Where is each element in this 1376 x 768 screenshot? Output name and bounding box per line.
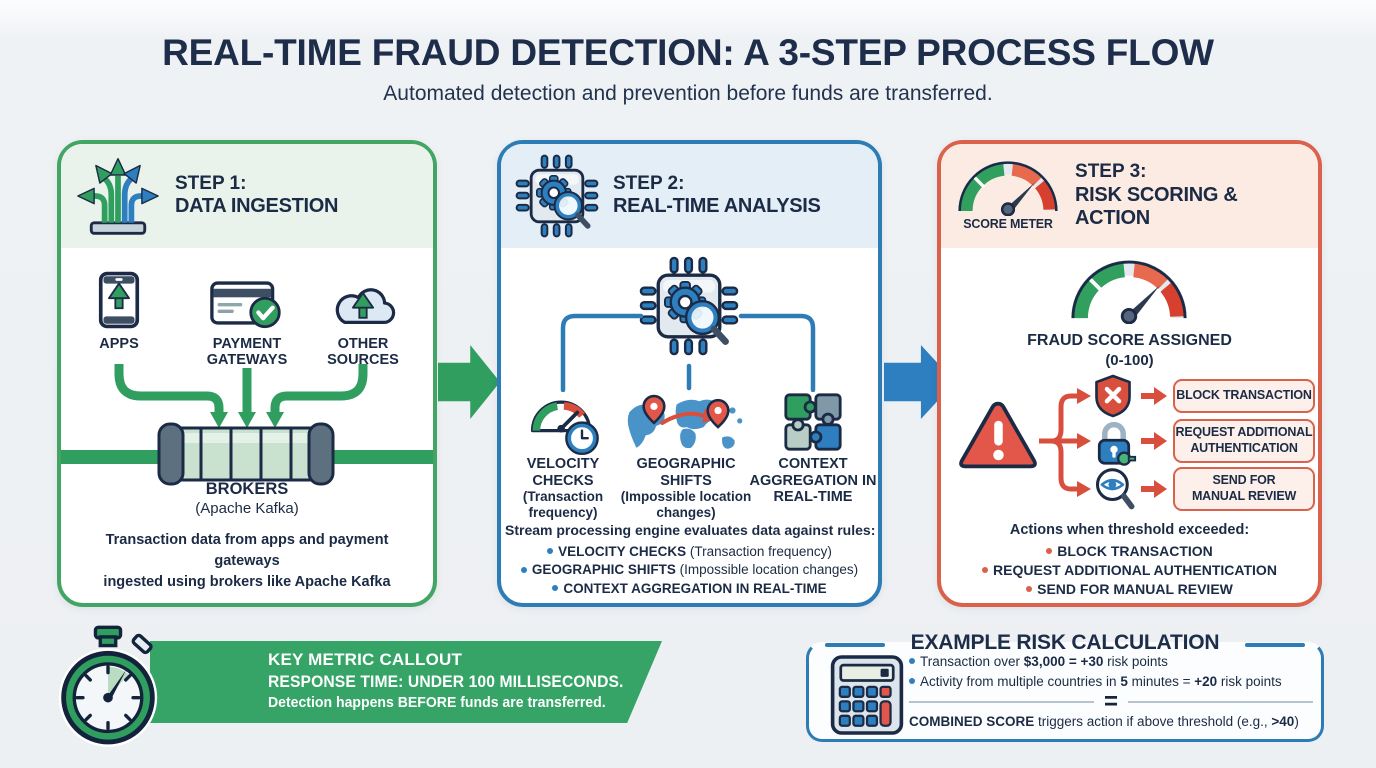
step2-label: STEP 2: <box>613 173 685 194</box>
step1-header-text: STEP 1: DATA INGESTION <box>175 173 339 219</box>
step3-header: SCORE METER STEP 3: RISK SCORING & ACTIO… <box>941 144 1318 248</box>
outcome-block: BLOCK TRANSACTION <box>943 542 1316 561</box>
example-risk-box: EXAMPLE RISK CALCULATION Transaction ove… <box>806 631 1324 742</box>
calculator-icon <box>829 653 905 737</box>
rule-velocity: VELOCITY CHECKS (Transaction frequency) <box>505 543 874 561</box>
equals-sign: = <box>1104 687 1119 716</box>
example-content: Transaction over $3,000 = +30 risk point… <box>909 652 1314 732</box>
step2-rules: Stream processing engine evaluates data … <box>505 522 876 598</box>
phone-upload-icon <box>67 268 171 330</box>
world-map-pins-icon <box>621 394 751 456</box>
step1-header: STEP 1: DATA INGESTION <box>61 144 433 248</box>
step1-description: Transaction data from apps and payment g… <box>103 532 391 591</box>
title-rule-right <box>1245 643 1305 647</box>
shield-x-icon <box>1093 373 1133 419</box>
broker-subtitle: (Apache Kafka) <box>195 500 299 517</box>
example-bullet-1: Transaction over $3,000 = +30 risk point… <box>909 652 1313 672</box>
example-title: EXAMPLE RISK CALCULATION <box>910 631 1220 654</box>
example-combined: COMBINED SCORE triggers action if above … <box>909 714 1299 729</box>
step3-outcomes: Actions when threshold exceeded: BLOCK T… <box>943 522 1316 598</box>
step1-panel: STEP 1: DATA INGESTION APPS <box>57 140 437 607</box>
step3-branch-lines <box>1039 380 1155 502</box>
page-title: REAL-TIME FRAUD DETECTION: A 3-STEP PROC… <box>162 32 1214 73</box>
arrow-right-icon <box>1141 387 1167 405</box>
outcome-auth: REQUEST ADDITIONAL AUTHENTICATION <box>943 561 1316 580</box>
step2-connector-lines <box>501 312 878 392</box>
step2-panel: STEP 2: REAL-TIME ANALYSIS <box>497 140 882 607</box>
cloud-upload-icon <box>304 268 422 330</box>
puzzle-pieces-icon <box>783 392 843 452</box>
stopwatch-icon <box>54 624 162 752</box>
banner-title: KEY METRIC CALLOUT <box>268 650 463 669</box>
source-apps: APPS <box>67 268 171 352</box>
eye-magnifier-icon <box>1094 465 1136 513</box>
outcome-review: SEND FOR MANUAL REVIEW <box>943 580 1316 599</box>
step3-label: STEP 3: <box>1075 161 1147 183</box>
score-meter-icon <box>1071 260 1187 324</box>
rules-intro: Stream processing engine evaluates data … <box>505 522 876 538</box>
manual-review-button: SEND FOR MANUAL REVIEW <box>1173 467 1315 511</box>
kafka-pipe-icon <box>61 362 433 488</box>
score-meter-block: SCORE METER <box>955 161 1061 231</box>
score-meter-icon <box>955 161 1061 216</box>
check-velocity: VELOCITY CHECKS (Transaction frequency) <box>522 456 604 520</box>
chip-analysis-icon <box>515 154 599 238</box>
step3-name: RISK SCORING & ACTION <box>1075 183 1238 230</box>
block-transaction-button: BLOCK TRANSACTION <box>1173 379 1315 413</box>
check-geographic: GEOGRAPHIC SHIFTS (Impossible location c… <box>620 456 752 520</box>
outcome-intro: Actions when threshold exceeded: <box>1009 522 1250 538</box>
check-context: CONTEXT AGGREGATION IN REAL-TIME <box>749 456 877 506</box>
chip-analysis-icon <box>639 256 739 356</box>
rule-context: CONTEXT AGGREGATION IN REAL-TIME <box>505 580 874 598</box>
source-payment-gateways: PAYMENT GATEWAYS <box>177 268 317 368</box>
speed-gauge-clock-icon <box>525 390 601 456</box>
broker-title: BROKERS <box>205 480 289 498</box>
key-metric-banner: KEY METRIC CALLOUT RESPONSE TIME: UNDER … <box>150 641 662 723</box>
step1-label: STEP 1: <box>175 173 247 194</box>
step3-panel: SCORE METER STEP 3: RISK SCORING & ACTIO… <box>937 140 1322 607</box>
warning-triangle-icon <box>957 398 1039 474</box>
source-payment-label: PAYMENT GATEWAYS <box>206 336 288 369</box>
step3-header-text: STEP 3: RISK SCORING & ACTION <box>1075 161 1304 231</box>
page-subtitle: Automated detection and prevention befor… <box>383 82 993 105</box>
source-other-label: OTHER SOURCES <box>327 336 399 369</box>
card-check-icon <box>177 268 317 330</box>
step1-name: DATA INGESTION <box>175 195 339 218</box>
step2-header: STEP 2: REAL-TIME ANALYSIS <box>501 144 878 248</box>
lock-key-icon <box>1091 419 1137 467</box>
fraud-score-title: FRAUD SCORE ASSIGNED <box>1027 332 1232 349</box>
example-bullet-2: Activity from multiple countries in 5 mi… <box>909 672 1313 692</box>
equals-divider: = <box>909 687 1314 716</box>
banner-headline: RESPONSE TIME: UNDER 100 MILLISECONDS. <box>268 673 624 691</box>
title-rule-left <box>825 643 885 647</box>
source-other: OTHER SOURCES <box>304 268 422 368</box>
branching-arrows-icon <box>75 153 161 239</box>
flow-arrow-step1-to-step2 <box>438 345 500 419</box>
source-apps-label: APPS <box>99 336 139 352</box>
request-authentication-button: REQUEST ADDITIONAL AUTHENTICATION <box>1173 419 1315 463</box>
step2-name: REAL-TIME ANALYSIS <box>613 195 821 218</box>
step2-header-text: STEP 2: REAL-TIME ANALYSIS <box>613 173 821 219</box>
arrow-right-icon <box>1141 432 1167 450</box>
score-meter-caption: SCORE METER <box>963 217 1053 231</box>
banner-note: Detection happens BEFORE funds are trans… <box>268 695 606 711</box>
fraud-score-range: (0-100) <box>1105 352 1154 369</box>
arrow-right-icon <box>1141 480 1167 498</box>
rule-geographic: GEOGRAPHIC SHIFTS (Impossible location c… <box>505 561 874 579</box>
